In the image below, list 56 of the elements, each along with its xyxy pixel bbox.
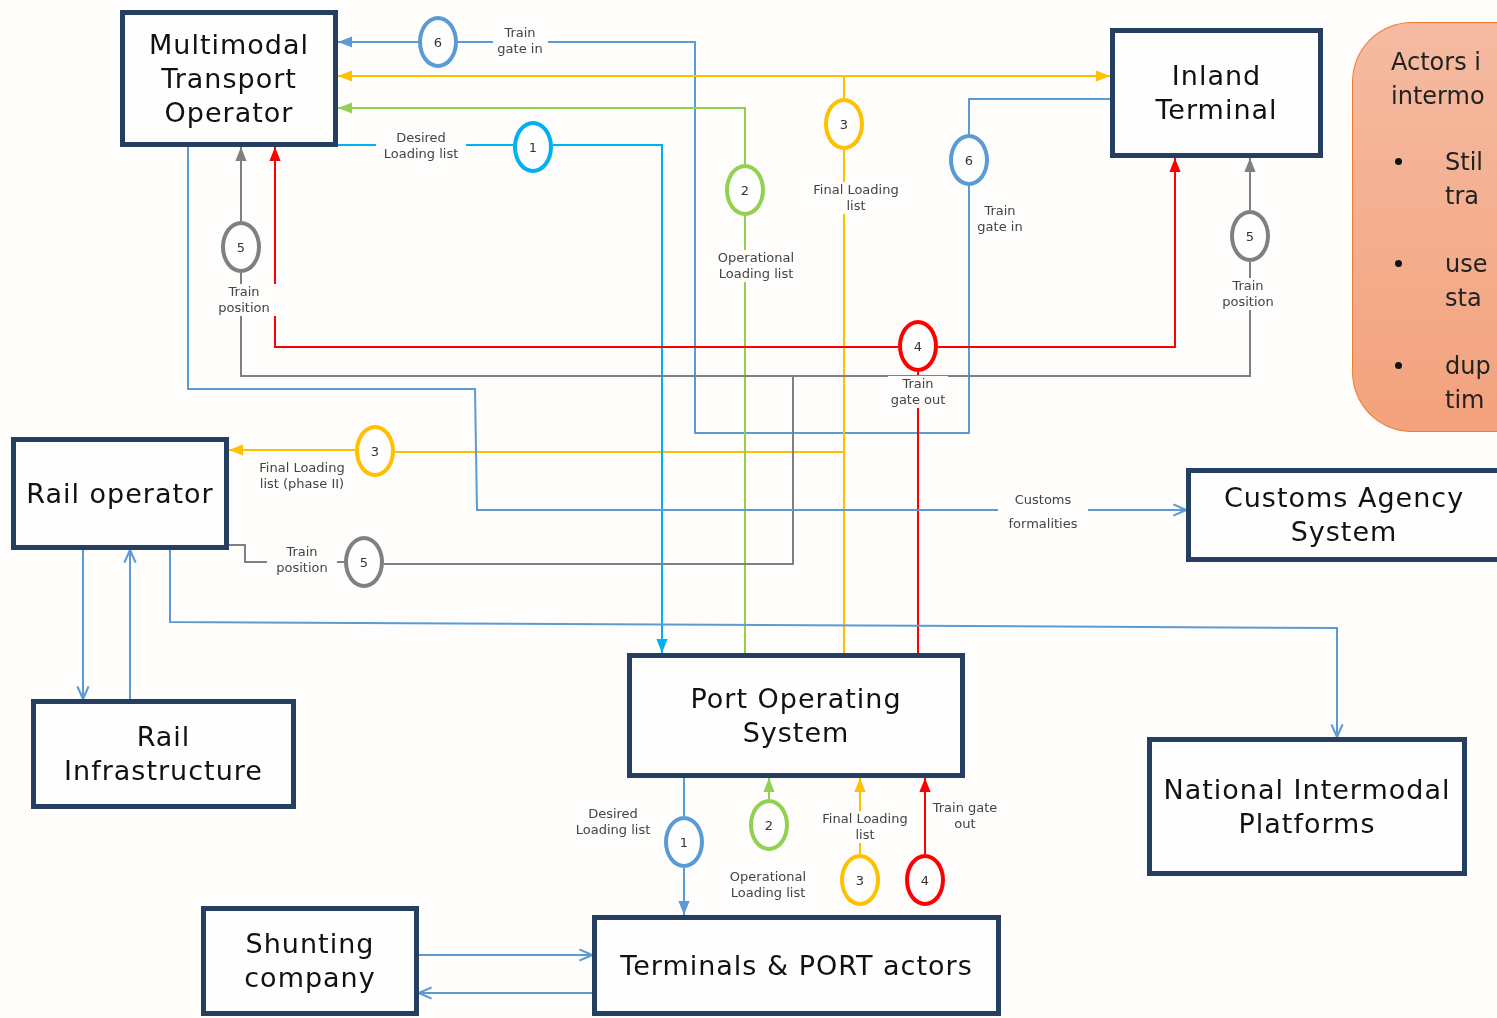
step-circle: 4	[898, 320, 938, 372]
bullet-item: use sta	[1445, 249, 1489, 314]
arrow	[1244, 157, 1256, 211]
arrow	[763, 777, 775, 800]
arrow	[337, 36, 419, 48]
connector-line	[457, 41, 970, 434]
arrow	[269, 146, 899, 348]
panel-heading: Actors i intermo	[1391, 47, 1486, 112]
step-circle: 4	[905, 854, 945, 906]
arrow	[235, 146, 247, 222]
arrow	[169, 549, 1344, 739]
bullet-item: dup tim	[1445, 351, 1491, 416]
connector-line	[683, 777, 685, 817]
step-circle: 1	[513, 121, 553, 173]
arrow	[76, 549, 90, 701]
bullet-item: Stil tra	[1445, 147, 1484, 212]
step-label: Train position	[267, 544, 337, 576]
actor-box: Rail operator	[11, 437, 229, 550]
actor-box: Multimodal Transport Operator	[120, 10, 338, 147]
arrow	[228, 444, 356, 456]
step-circle: 5	[1230, 210, 1270, 262]
step-circle: 5	[221, 221, 261, 273]
edge-label: Desired Loading list	[376, 130, 466, 162]
step-circle: 2	[749, 799, 789, 851]
step-circle: 6	[418, 16, 458, 68]
connector-line	[968, 98, 1111, 135]
step-label: Final Loading list	[820, 811, 910, 843]
step-circle: 3	[824, 98, 864, 150]
note-panel	[1352, 22, 1497, 432]
arrow	[417, 986, 593, 1000]
step-circle: 3	[355, 425, 395, 477]
actor-box: Shunting company	[201, 906, 419, 1016]
step-circle: 5	[344, 536, 384, 588]
arrow	[337, 102, 746, 165]
arrow	[418, 948, 594, 962]
step-circle: 2	[725, 164, 765, 216]
arrow	[552, 144, 668, 654]
actor-box: National Intermodal Platforms	[1147, 737, 1467, 876]
connector-line	[917, 371, 919, 654]
arrow	[843, 70, 1111, 99]
arrow	[123, 548, 137, 700]
arrow	[937, 157, 1181, 348]
arrow	[187, 146, 1188, 517]
actor-box: Customs Agency System	[1186, 468, 1497, 562]
step-label: Train gate in	[492, 25, 548, 57]
actor-box: Port Operating System	[627, 653, 965, 778]
step-label: Train gate out	[888, 376, 948, 408]
arrow	[919, 777, 931, 855]
step-circle: 6	[949, 134, 989, 186]
actor-box: Terminals & PORT actors	[592, 915, 1001, 1016]
step-circle: 3	[840, 854, 880, 906]
connector-line	[744, 215, 746, 654]
actor-box: Inland Terminal	[1110, 28, 1323, 158]
arrow	[678, 867, 690, 916]
step-circle: 1	[664, 816, 704, 868]
actor-box: Rail Infrastructure	[31, 699, 296, 809]
